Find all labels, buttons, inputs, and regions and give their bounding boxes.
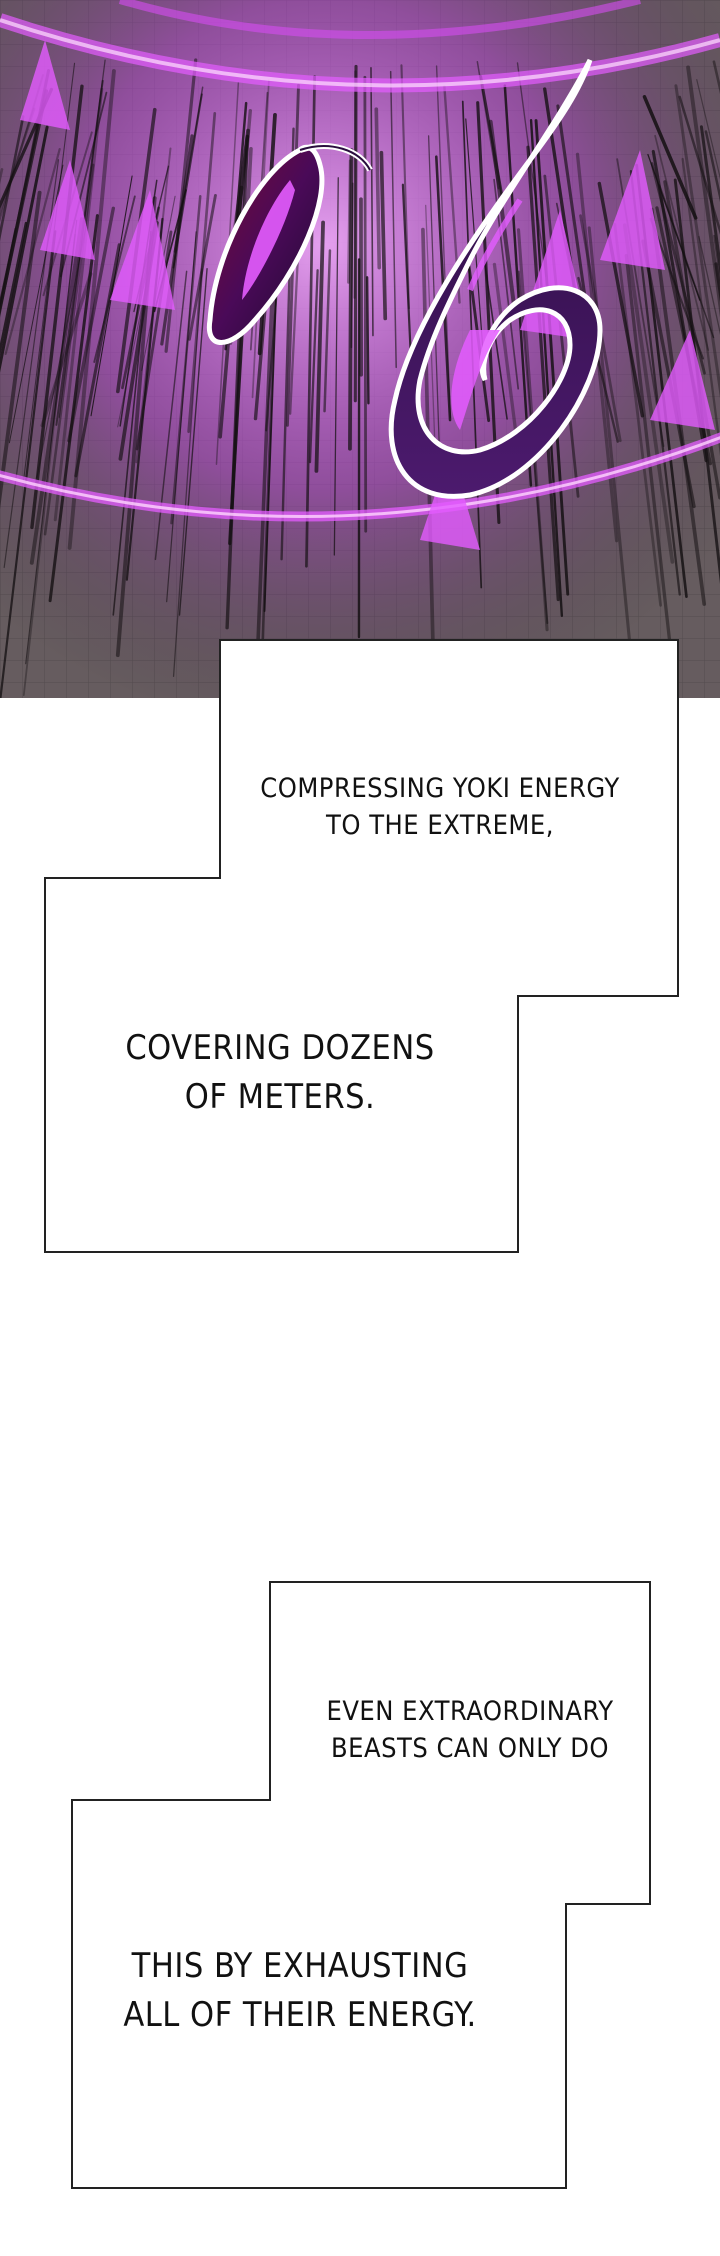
caption-text-1: COMPRESSING YOKI ENERGY TO THE EXTREME, [260, 773, 620, 842]
sound-effect-glyph [206, 143, 373, 345]
caption-box-1 [44, 639, 679, 1253]
caption-box-2 [71, 1581, 651, 2189]
energy-blast-illustration [0, 0, 720, 698]
caption-text-2: COVERING DOZENS OF METERS. [125, 1028, 435, 1118]
caption-text-3: EVEN EXTRAORDINARY BEASTS CAN ONLY DO [326, 1696, 614, 1765]
sound-effect-glyph-2 [388, 58, 603, 499]
caption-text-4: THIS BY EXHAUSTING ALL OF THEIR ENERGY. [123, 1946, 477, 2036]
sound-effect-text [0, 0, 5, 4]
